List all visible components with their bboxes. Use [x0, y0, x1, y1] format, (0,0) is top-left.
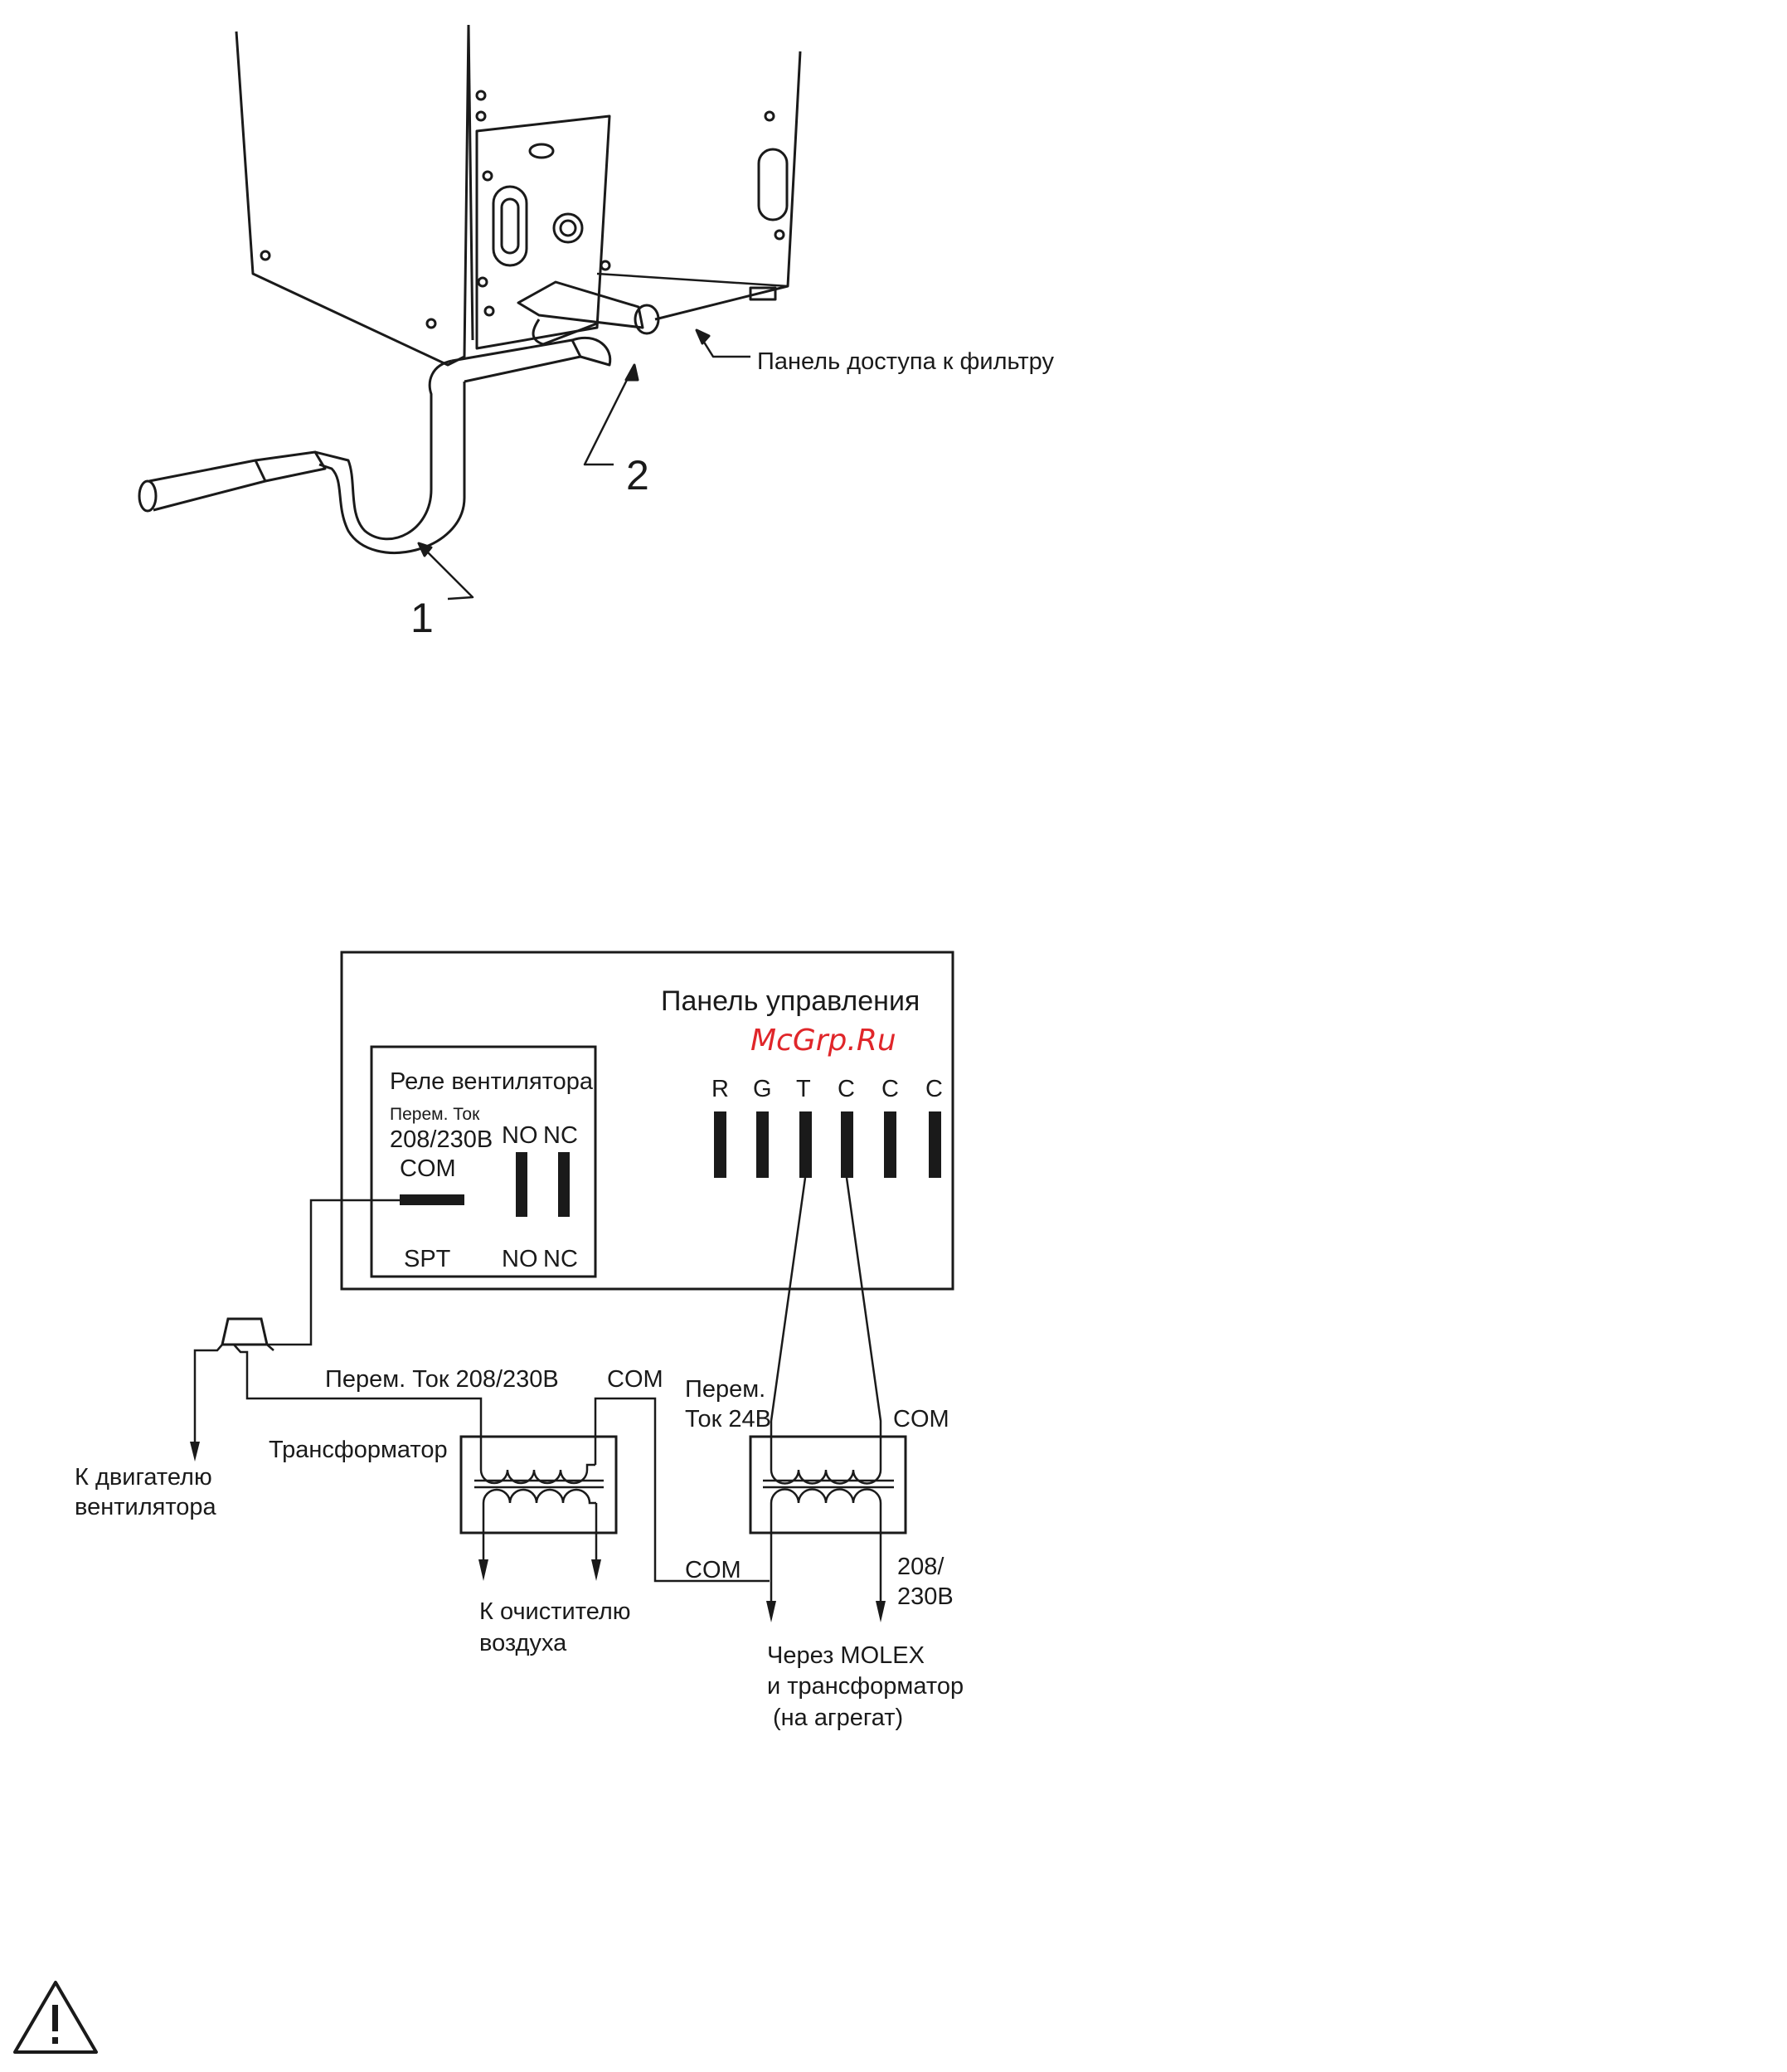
label-com-right: COM — [893, 1406, 949, 1432]
label-to-air-cleaner-1: К очистителю — [479, 1598, 631, 1625]
label-ac-24-2: Ток 24В — [685, 1406, 771, 1432]
fan-relay-nc-bottom: NC — [543, 1246, 578, 1272]
terminal-label-r: R — [711, 1076, 729, 1102]
terminal-label-c3: C — [925, 1076, 943, 1102]
fan-relay-voltage: 208/230В — [390, 1126, 493, 1153]
terminal-c1 — [841, 1111, 853, 1178]
terminal-c2 — [884, 1111, 896, 1178]
terminal-c3 — [929, 1111, 941, 1178]
terminal-label-g: G — [753, 1076, 772, 1102]
label-to-fan-motor-1: К двигателю — [75, 1464, 212, 1491]
label-to-fan-motor-2: вентилятора — [75, 1494, 217, 1520]
terminal-t — [799, 1111, 812, 1178]
label-208-2: 230В — [897, 1583, 954, 1610]
fan-relay-no-bottom: NO — [502, 1246, 538, 1272]
label-molex-3: (на агрегат) — [773, 1705, 903, 1731]
label-208-1: 208/ — [897, 1554, 944, 1580]
fan-relay-no-top: NO — [502, 1122, 538, 1149]
fan-relay-spt: SPT — [404, 1246, 451, 1272]
terminal-label-c1: C — [838, 1076, 855, 1102]
watermark: McGrp.Ru — [750, 1024, 896, 1058]
control-panel-title: Панель управления — [661, 985, 920, 1017]
fan-relay-com: COM — [400, 1155, 456, 1182]
label-ac-24-1: Перем. — [685, 1376, 765, 1403]
label-transformer: Трансформатор — [269, 1437, 448, 1463]
label-com-bottom: COM — [685, 1557, 741, 1583]
nc-terminal — [558, 1152, 570, 1217]
transformer-2 — [750, 1437, 906, 1601]
filter-panel-label: Панель доступа к фильтру — [757, 348, 1054, 375]
label-com-top-left: COM — [607, 1366, 663, 1393]
callout-1: 1 — [410, 595, 434, 641]
label-ac-208-230: Перем. Ток 208/230В — [325, 1366, 559, 1393]
transformer-1 — [461, 1437, 616, 1559]
fan-relay-nc-top: NC — [543, 1122, 578, 1149]
terminal-label-t: T — [796, 1076, 811, 1102]
warning-triangle-icon — [15, 1982, 96, 2052]
terminal-strip — [714, 1111, 941, 1178]
callout-2: 2 — [626, 452, 649, 499]
label-molex-1: Через MOLEX — [767, 1642, 925, 1669]
terminal-g — [756, 1111, 769, 1178]
com-terminal — [400, 1194, 464, 1205]
fan-relay-ac-label: Перем. Ток — [390, 1105, 480, 1124]
unit-illustration — [139, 25, 800, 599]
no-terminal — [516, 1152, 527, 1217]
fan-relay-title: Реле вентилятора — [390, 1068, 594, 1095]
terminal-label-c2: C — [881, 1076, 899, 1102]
terminal-r — [714, 1111, 726, 1178]
label-to-air-cleaner-2: воздуха — [479, 1630, 567, 1656]
label-molex-2: и трансформатор — [767, 1673, 964, 1700]
